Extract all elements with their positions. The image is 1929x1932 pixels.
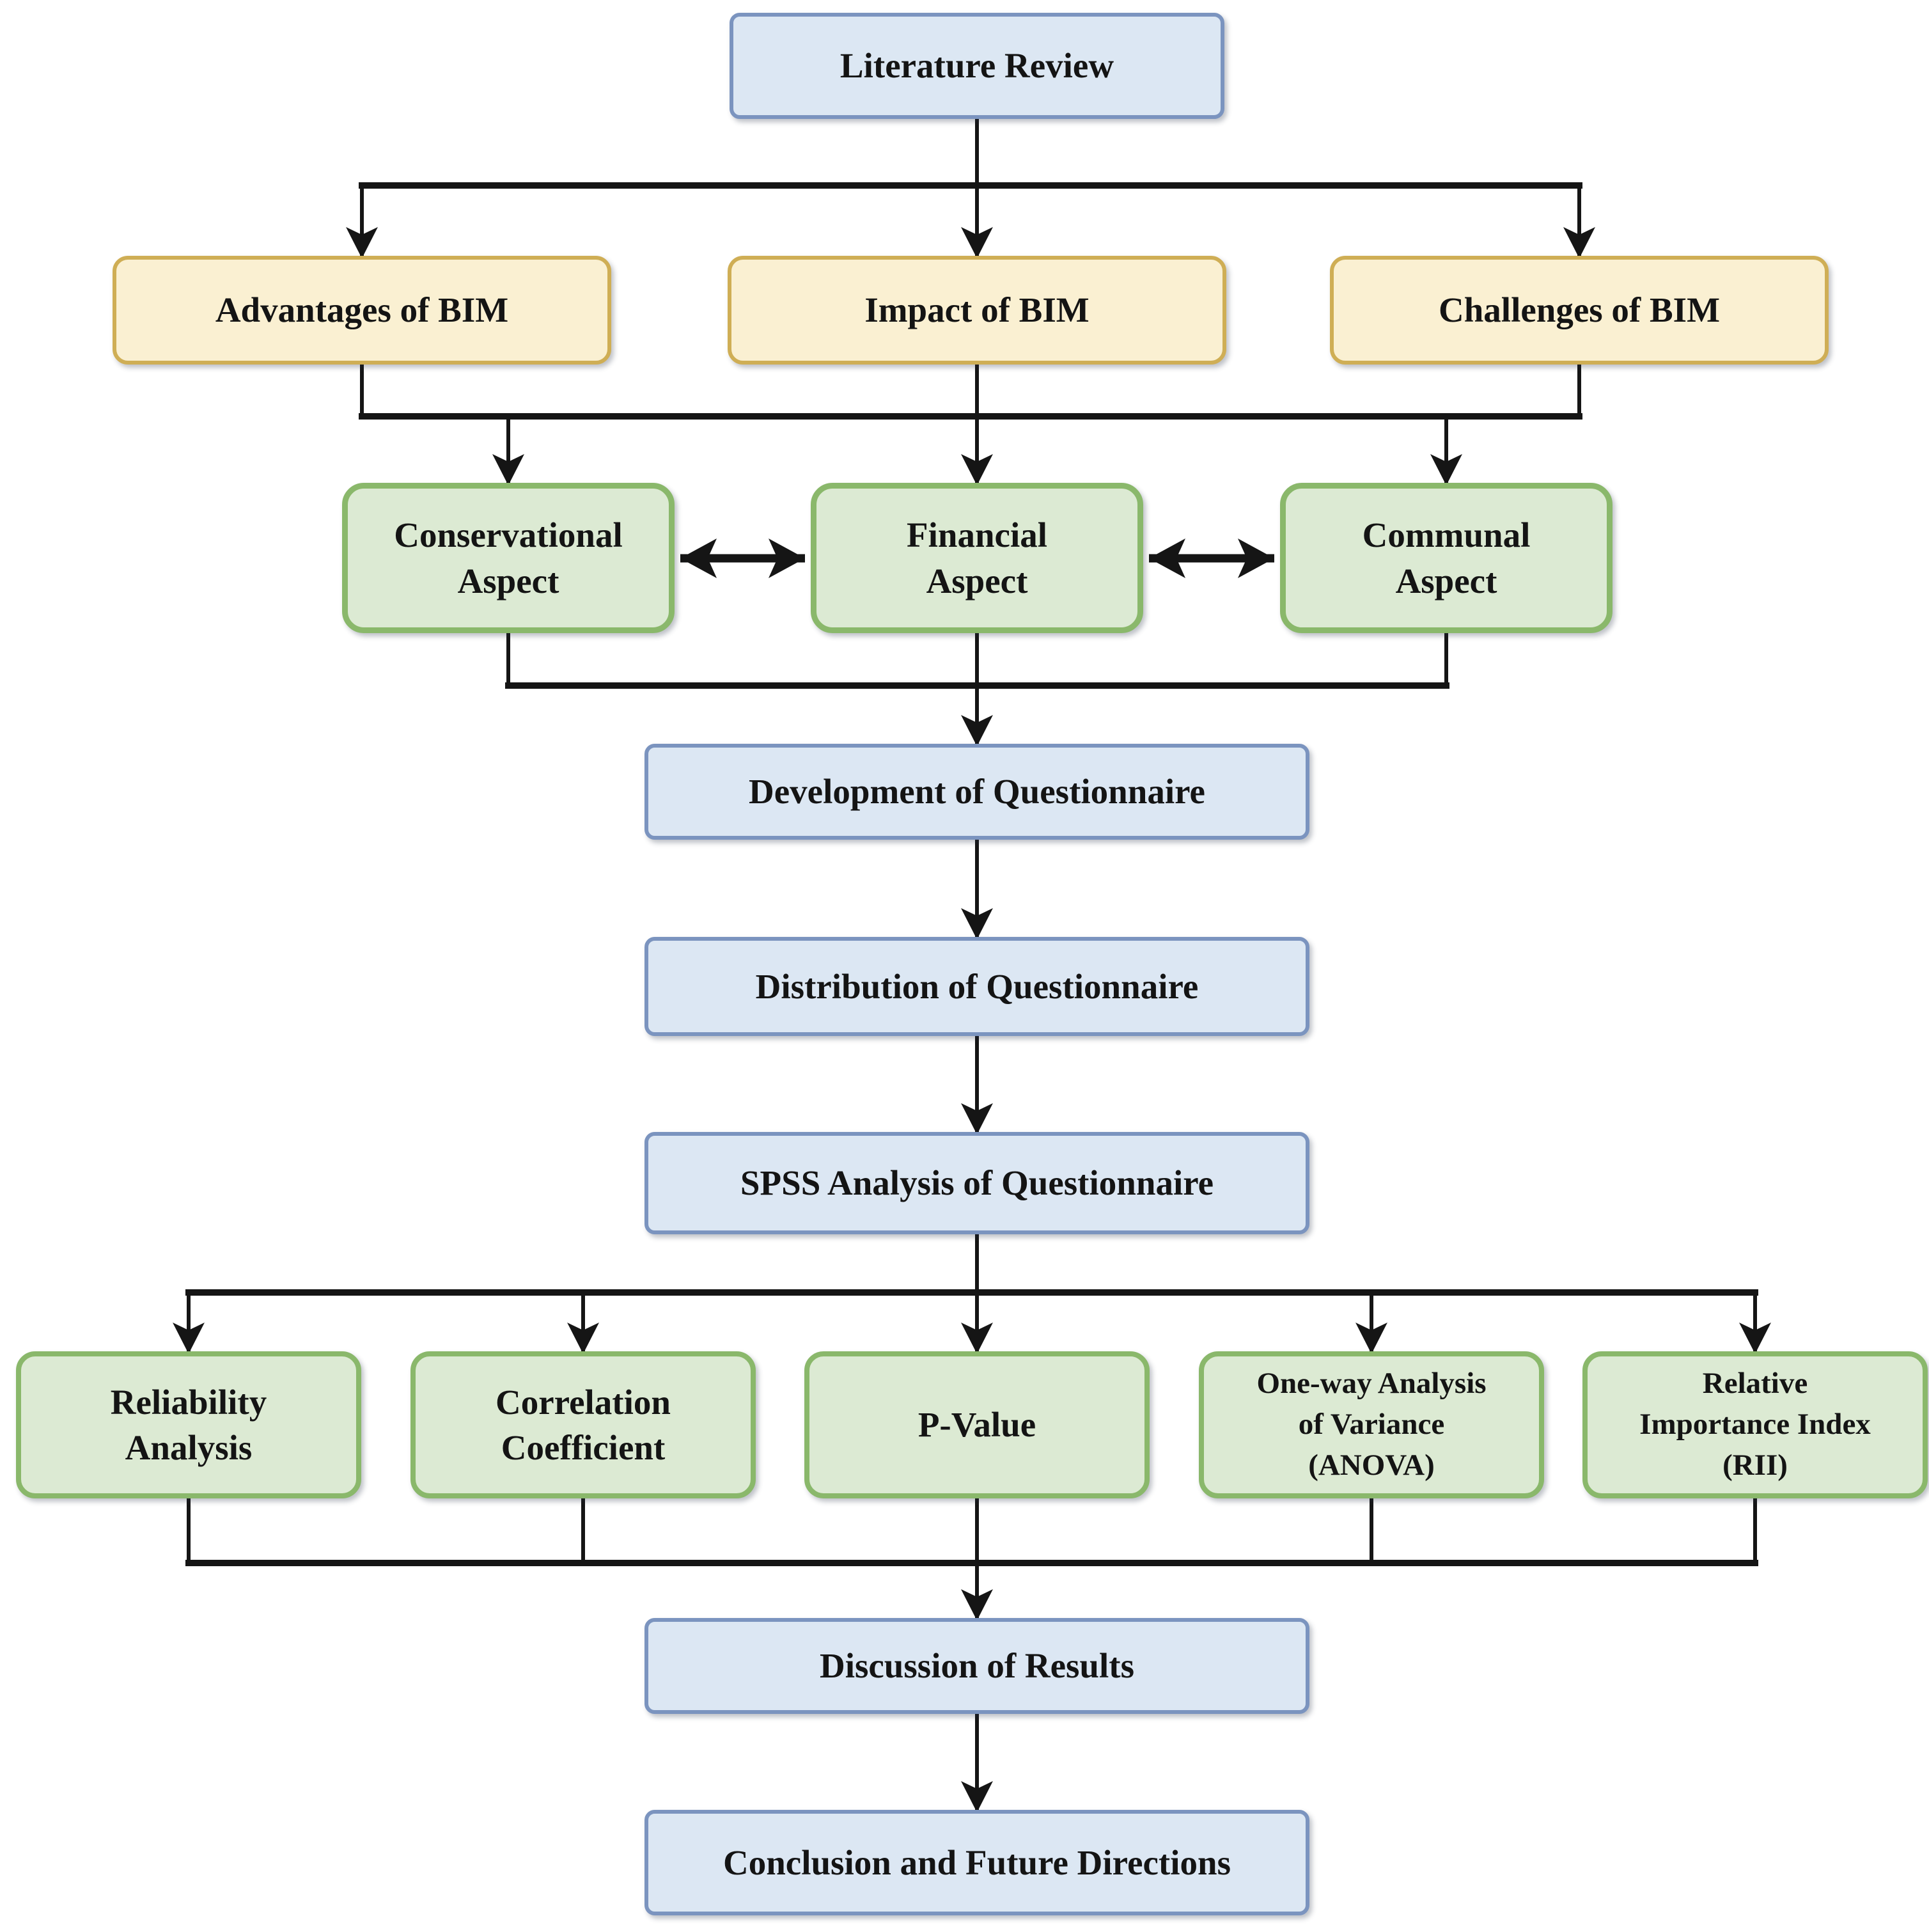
node-distribution-of-questionnaire: Distribution of Questionnaire [644,937,1309,1036]
node-impact-of-bim: Impact of BIM [728,256,1226,365]
node-literature-review: Literature Review [730,13,1224,119]
node-anova: One-way Analysis of Variance (ANOVA) [1199,1351,1544,1498]
node-advantages-of-bim: Advantages of BIM [113,256,611,365]
node-development-of-questionnaire: Development of Questionnaire [644,744,1309,840]
node-spss-analysis-of-questionnaire: SPSS Analysis of Questionnaire [644,1132,1309,1234]
node-conclusion-and-future-directions: Conclusion and Future Directions [644,1810,1309,1915]
node-communal-aspect: Communal Aspect [1280,483,1613,633]
node-challenges-of-bim: Challenges of BIM [1330,256,1829,365]
node-financial-aspect: Financial Aspect [811,483,1143,633]
node-reliability-analysis: Reliability Analysis [16,1351,361,1498]
node-p-value: P-Value [804,1351,1150,1498]
node-rii: Relative Importance Index (RII) [1582,1351,1928,1498]
node-correlation-coefficient: Correlation Coefficient [410,1351,756,1498]
node-conservational-aspect: Conservational Aspect [342,483,675,633]
node-discussion-of-results: Discussion of Results [644,1618,1309,1714]
